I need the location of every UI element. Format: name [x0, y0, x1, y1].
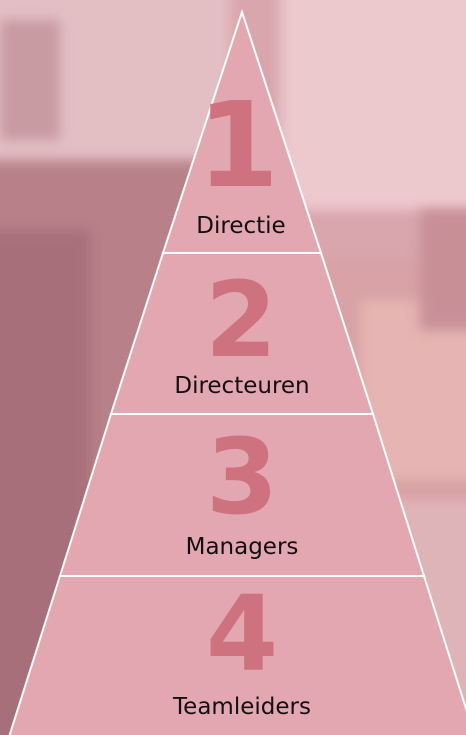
tier-4-number: 4	[206, 573, 278, 695]
background-blur-block	[280, 0, 466, 210]
tier-2-number: 2	[205, 259, 277, 381]
background-blur-block	[0, 20, 60, 140]
tier-4-label: Teamleiders	[172, 694, 311, 720]
tier-1-number: 1	[197, 76, 279, 214]
tier-1-label: Directie	[196, 213, 285, 239]
tier-2-label: Directeuren	[174, 373, 309, 399]
pyramid-tier-4	[8, 575, 466, 735]
background-blur-block	[420, 210, 466, 330]
tier-3-label: Managers	[186, 534, 299, 560]
tier-3-number: 3	[206, 416, 278, 538]
